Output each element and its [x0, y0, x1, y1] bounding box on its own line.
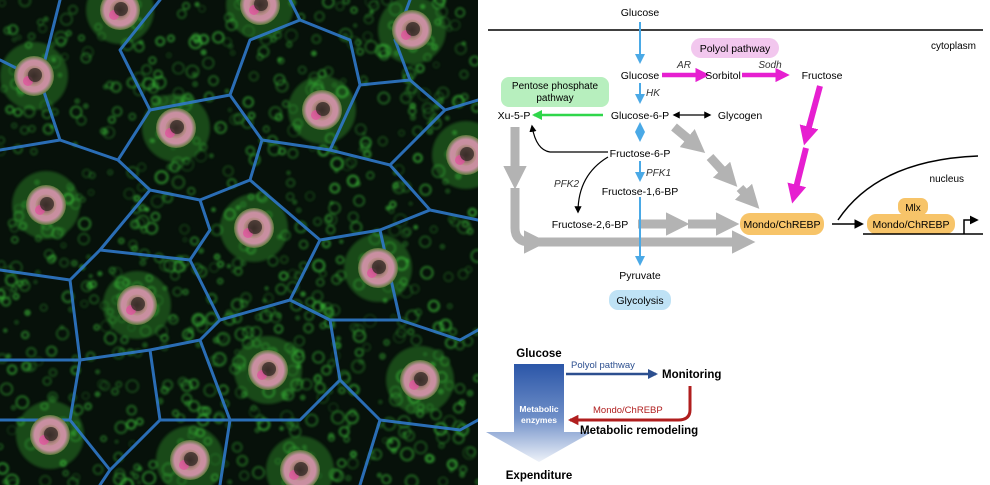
gray-arrow-xu5p-f26bp: [510, 188, 548, 254]
top-glucose-label: Glucose: [621, 7, 660, 19]
polyol-arrows: [662, 67, 823, 204]
nucleus-9: [117, 285, 157, 325]
nucleus-7: [234, 208, 274, 248]
summary-monitoring: Monitoring: [662, 369, 721, 381]
enzyme-ar: AR: [676, 60, 691, 71]
regulatory-arrows: [529, 111, 979, 229]
summary-enzymes-line2: enzymes: [521, 415, 557, 425]
arrow-pfk2: [574, 156, 609, 214]
node-xu-5-p: Xu-5-P: [498, 110, 531, 122]
node-fructose-6-p: Fructose-6-P: [610, 148, 671, 160]
nucleus-6: [26, 185, 66, 225]
ppp-box: [501, 77, 609, 107]
enzyme-pfk1: PFK1: [646, 168, 671, 179]
summary-expenditure: Expenditure: [506, 470, 572, 482]
node-fructose-2-6-bp: Fructose-2,6-BP: [552, 219, 628, 231]
nucleus-1: [392, 10, 432, 50]
nucleus-16: [100, 0, 140, 30]
mondo-nuclear-box: [867, 214, 955, 234]
nucleus-13: [170, 440, 210, 480]
gray-arrow-g6p-diag: [671, 123, 706, 153]
nuclear-envelope: [837, 155, 979, 221]
summary-enzymes-line1: Metabolic: [519, 404, 558, 414]
node-glucose-6-p: Glucose-6-P: [611, 110, 669, 122]
nucleus-11: [400, 360, 440, 400]
mlx-box: [898, 198, 928, 215]
node-glycogen: Glycogen: [718, 110, 763, 122]
summary-remodeling: Metabolic remodeling: [580, 425, 698, 437]
cell-nuclei: [14, 0, 478, 485]
nucleus-10: [248, 350, 288, 390]
mlx-label: Mlx: [905, 203, 921, 214]
nucleus-8: [358, 248, 398, 288]
summary-schematic: Glucose Metabolic enzymes Expenditure Po…: [486, 348, 721, 482]
polyol-pathway-label: Polyol pathway: [700, 43, 771, 55]
nucleus-4: [302, 90, 342, 130]
gray-arrow-mondo-upper: [734, 183, 760, 209]
nucleus-2: [14, 56, 54, 96]
glycolysis-label: Glycolysis: [616, 295, 663, 307]
summary-glucose: Glucose: [516, 348, 561, 360]
transcription-start-icon: [963, 215, 979, 234]
nucleus-5: [446, 135, 478, 175]
fluorescence-micrograph: [0, 0, 478, 485]
node-fructose-1-6-bp: Fructose-1,6-BP: [602, 186, 678, 198]
gray-flux-arrows: [503, 123, 760, 254]
node-sorbitol: Sorbitol: [705, 70, 741, 82]
nucleus-3: [156, 108, 196, 148]
mondo-chrebp-box: [740, 213, 824, 235]
node-glucose: Glucose: [621, 70, 660, 82]
summary-mondo-arrow: [567, 386, 692, 426]
summary-polyol-label: Polyol pathway: [571, 360, 635, 371]
enzyme-sodh: Sodh: [758, 60, 782, 71]
ppp-label-line2: pathway: [536, 93, 573, 104]
metabolic-pathway-diagram: Glucose cytoplasm: [486, 7, 983, 482]
enzyme-hk: HK: [646, 88, 661, 99]
arrow-fructose-mondo: [787, 147, 809, 204]
arrow-f6p-xu5p: [529, 124, 608, 153]
gray-arrow-f6p-mondo: [706, 153, 738, 187]
node-pyruvate: Pyruvate: [619, 270, 661, 282]
nucleus-15: [240, 0, 280, 25]
nucleus-label: nucleus: [930, 174, 964, 185]
enzyme-pfk2: PFK2: [554, 179, 579, 190]
mondo-chrebp-label: Mondo/ChREBP: [743, 219, 820, 231]
nucleus-12: [30, 415, 70, 455]
mondo-nuclear-label: Mondo/ChREBP: [872, 219, 949, 231]
summary-funnel-arrow: [486, 364, 592, 462]
glycolysis-box: [609, 290, 671, 310]
ppp-label-line1: Pentose phosphate: [512, 81, 599, 92]
arrow-fructose-down: [799, 85, 823, 146]
cytoplasm-label: cytoplasm: [931, 41, 976, 52]
nucleus-14: [280, 450, 320, 485]
summary-mondo-label: Mondo/ChREBP: [593, 405, 663, 416]
node-fructose: Fructose: [802, 70, 843, 82]
gene-promoter: [863, 215, 983, 235]
polyol-pathway-box: [691, 38, 779, 58]
